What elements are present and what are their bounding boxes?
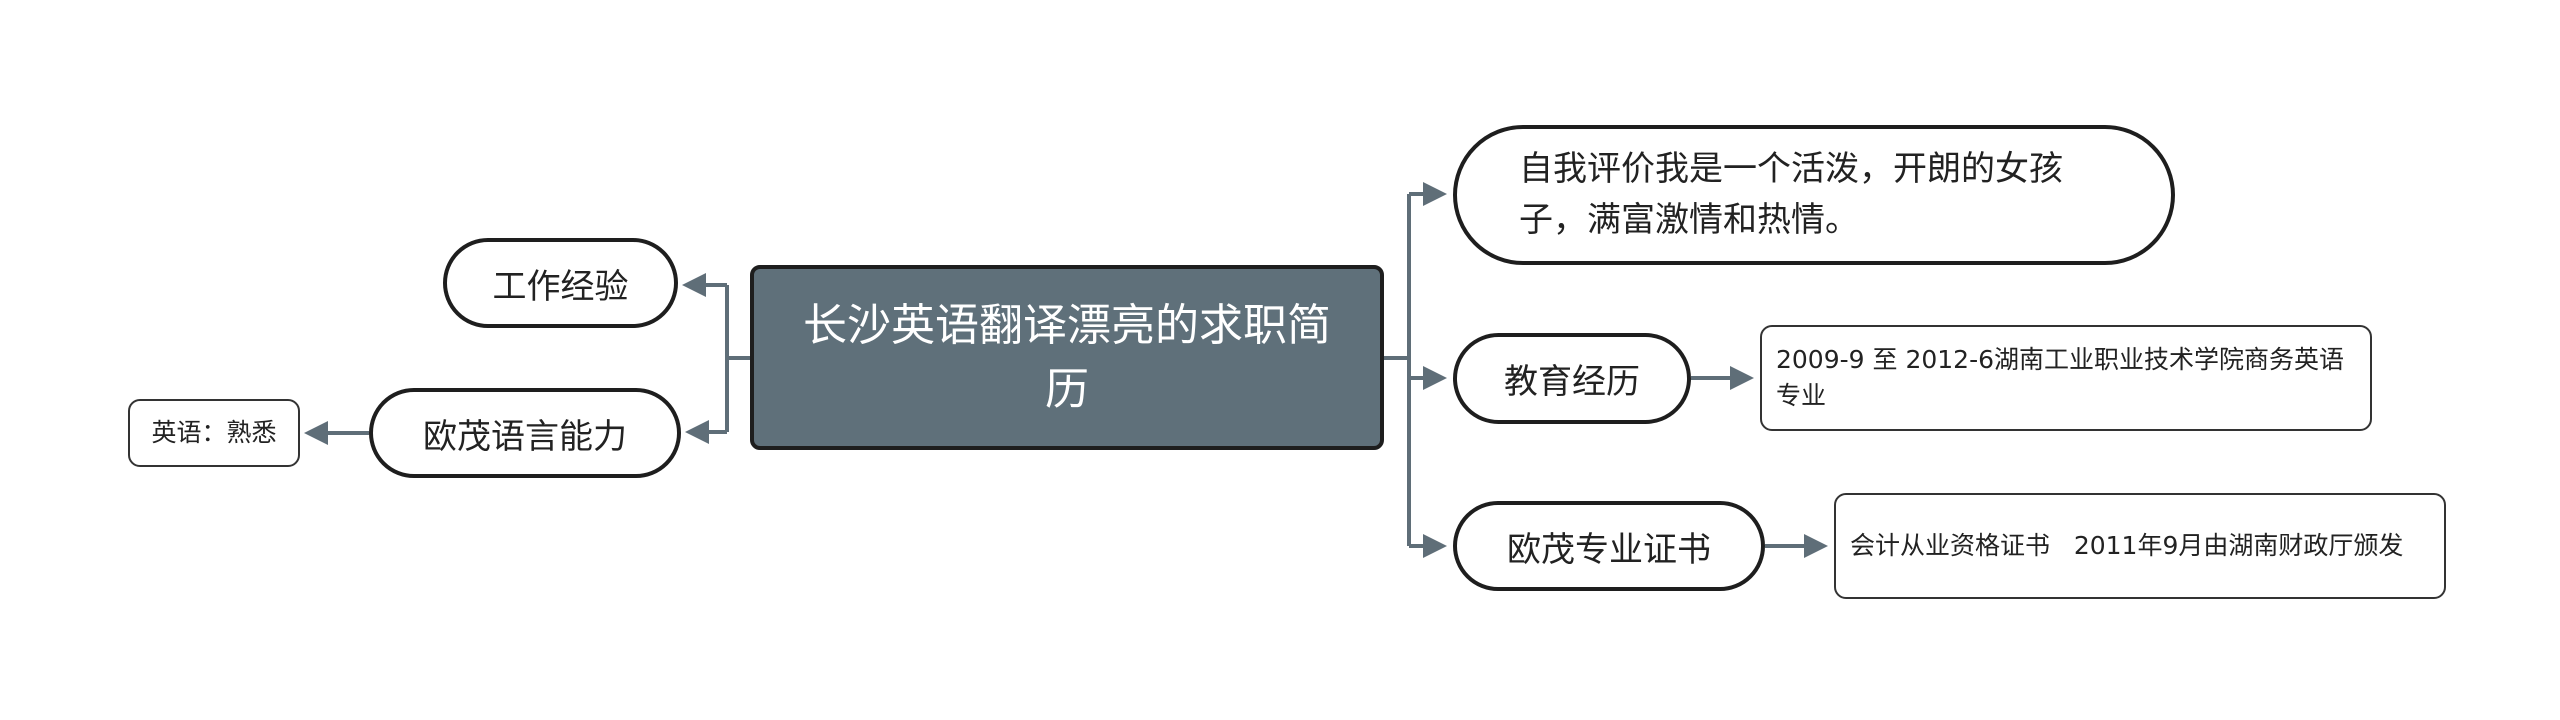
node-label: 自我评价我是一个活泼，开朗的女孩子，满富激情和热情。: [1519, 149, 2063, 240]
node-label: 英语：熟悉: [151, 417, 277, 447]
node-education[interactable]: 教育经历: [1453, 333, 1691, 424]
root-topic[interactable]: 长沙英语翻译漂亮的求职简历: [750, 265, 1384, 450]
node-label: 教育经历: [1504, 362, 1640, 402]
root-title: 长沙英语翻译漂亮的求职简历: [803, 299, 1331, 415]
node-label: 欧茂专业证书: [1507, 529, 1711, 570]
node-language-detail[interactable]: 英语：熟悉: [128, 399, 300, 467]
connector-left-trunk: [725, 285, 750, 432]
node-label: 2009-9 至 2012-6湖南工业职业技术学院商务英语专业: [1776, 344, 2344, 410]
node-work-experience[interactable]: 工作经验: [443, 238, 678, 328]
node-label: 工作经验: [492, 266, 629, 307]
connector-right-trunk: [1384, 194, 1411, 546]
node-certificates[interactable]: 欧茂专业证书: [1453, 501, 1765, 591]
node-self-evaluation[interactable]: 自我评价我是一个活泼，开朗的女孩子，满富激情和热情。: [1453, 125, 2175, 265]
node-certificates-detail[interactable]: 会计从业资格证书 2011年9月由湖南财政厅颁发: [1834, 493, 2446, 599]
node-language-ability[interactable]: 欧茂语言能力: [369, 388, 681, 478]
node-label: 会计从业资格证书 2011年9月由湖南财政厅颁发: [1850, 530, 2404, 560]
node-label: 欧茂语言能力: [423, 416, 627, 457]
node-education-detail[interactable]: 2009-9 至 2012-6湖南工业职业技术学院商务英语专业: [1760, 325, 2372, 431]
